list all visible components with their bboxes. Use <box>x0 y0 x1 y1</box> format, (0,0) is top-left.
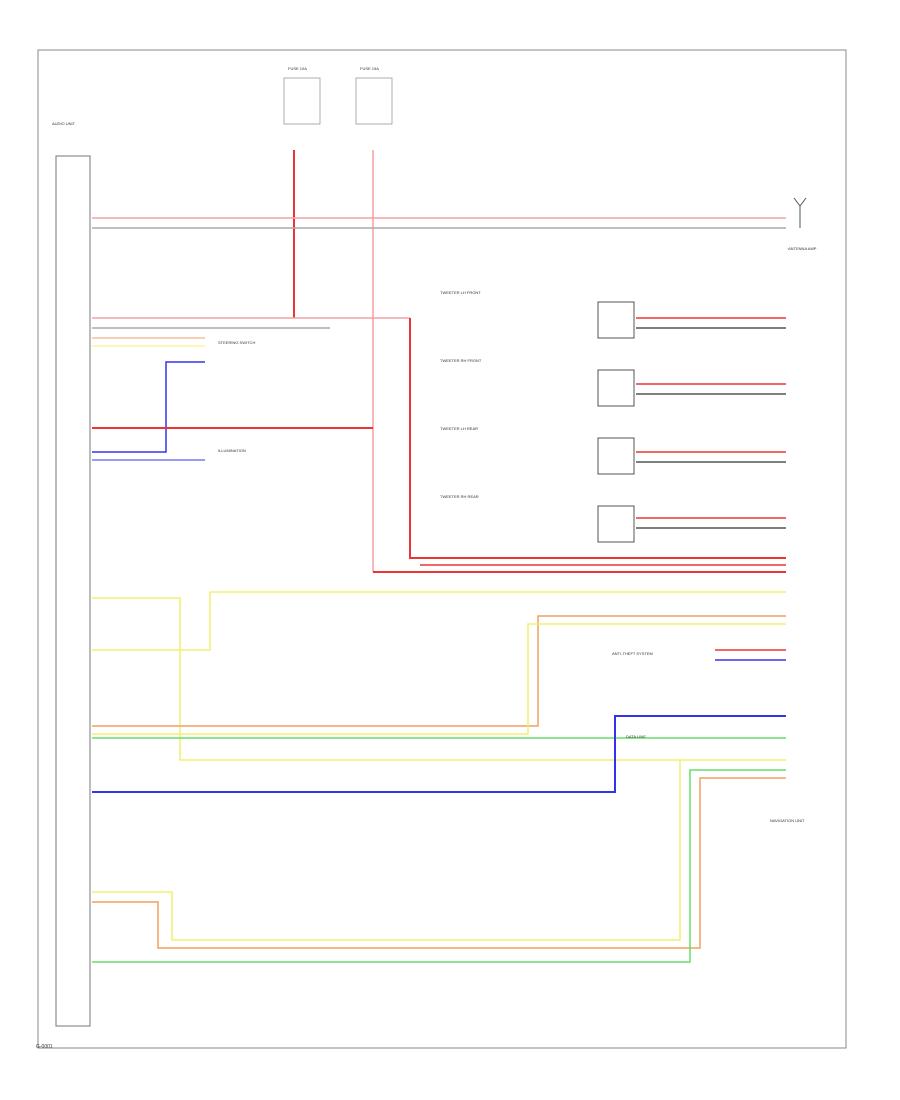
wire-orange-1 <box>92 615 786 727</box>
navigation-unit-label: NAVIGATION UNIT <box>770 818 805 823</box>
tweeter-rr: TWEETER RH REAR <box>440 494 786 543</box>
svg-text:TWEETER RH REAR: TWEETER RH REAR <box>440 494 479 499</box>
fuse-right-label: FUSE 15A <box>360 66 379 71</box>
svg-text:TWEETER LH REAR: TWEETER LH REAR <box>440 426 478 431</box>
svg-text:TWEETER LH FRONT: TWEETER LH FRONT <box>440 290 481 295</box>
wire-blue-lower <box>92 715 786 793</box>
wire-yellow-lower <box>92 760 681 941</box>
audio-unit-box <box>55 155 91 1027</box>
antenna-icon <box>793 197 807 228</box>
wire-green-lower <box>92 769 786 963</box>
anti-theft-label: ANTI-THEFT SYSTEM <box>612 651 653 656</box>
fuse-box-left <box>283 77 321 125</box>
wire-illumination-blue <box>92 361 205 453</box>
wire-yellow-1 <box>92 597 786 761</box>
tweeter-rf: TWEETER RH FRONT <box>440 358 786 407</box>
steering-switch-label: STEERING SWITCH <box>218 340 255 345</box>
svg-text:TWEETER RH FRONT: TWEETER RH FRONT <box>440 358 482 363</box>
fuse-left-label: FUSE 10A <box>288 66 307 71</box>
data-line-label: DATA LINE <box>626 734 646 739</box>
footer-code: G-0001 <box>36 1044 53 1050</box>
audio-unit-label: AUDIO UNIT <box>52 121 76 126</box>
diagram-border <box>37 49 847 1049</box>
antenna-label: ANTENNA AMP <box>788 246 817 251</box>
wire-red-to-nav <box>409 318 786 559</box>
tweeter-lr: TWEETER LH REAR <box>440 426 786 475</box>
wire-yellow-3 <box>92 623 786 735</box>
fuse-box-right <box>355 77 393 125</box>
tweeter-lf: TWEETER LH FRONT <box>440 290 786 339</box>
wire-yellow-2 <box>92 591 786 651</box>
illumination-label: ILLUMINATION <box>218 448 246 453</box>
wire-orange-lower <box>92 777 786 949</box>
